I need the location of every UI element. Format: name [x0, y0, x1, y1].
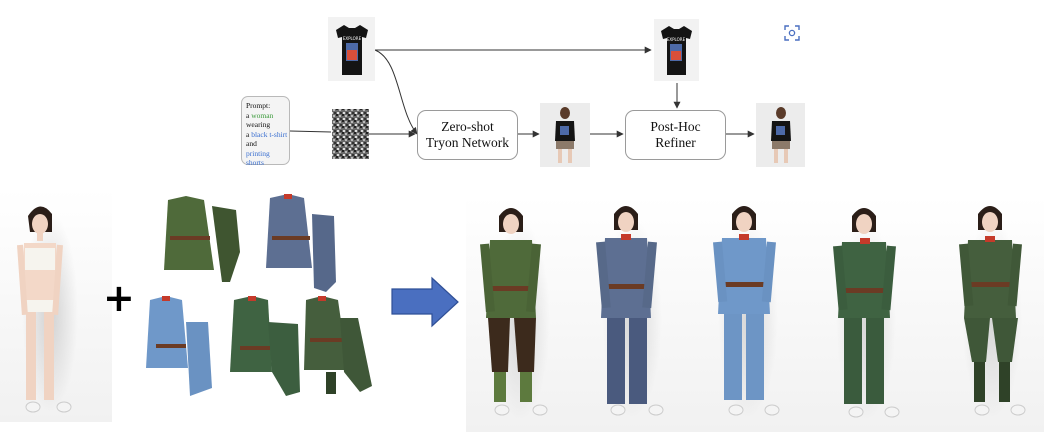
garment-grey-blue-set [266, 194, 336, 292]
right-arrow-icon [391, 276, 459, 328]
refiner-node-line-2: Refiner [655, 135, 696, 150]
prompt-box: Prompt: a woman wearing a black t-shirt … [241, 96, 290, 168]
garment-collection [146, 194, 372, 396]
tshirt-print-text: EXPLORE [343, 36, 362, 41]
refined-output-image [756, 103, 805, 167]
prompt-line-1: a woman [246, 111, 289, 121]
tshirt-refined-print-text: EXPLORE [667, 37, 686, 42]
prompt-title: Prompt: [246, 101, 271, 110]
garment-dark-green-set [230, 296, 300, 396]
tshirt-input-image: EXPLORE [328, 17, 375, 81]
tryon-network-node: Zero-shot Tryon Network [417, 110, 518, 160]
tshirt-to-tryon-arrow [374, 49, 418, 135]
tryon-node-line-2: Tryon Network [425, 135, 510, 150]
refiner-node-line-1: Post-Hoc [650, 119, 701, 134]
result-person-5 [959, 206, 1026, 418]
focus-icon[interactable] [784, 25, 800, 41]
base-model-image [17, 206, 78, 413]
plus-icon: + [103, 276, 135, 320]
tryon-node-line-1: Zero-shot [441, 119, 494, 134]
prompt-to-noise-line [289, 130, 332, 133]
prompt-shorts: printing shorts [246, 148, 270, 168]
tryon-result-image [540, 103, 590, 167]
result-person-1 [480, 208, 550, 420]
prompt-tshirt: black t-shirt [251, 129, 288, 139]
prompt-woman: woman [251, 110, 274, 120]
prompt-article-1: a [246, 110, 250, 120]
garment-green-set-2 [304, 296, 372, 394]
prompt-wearing: wearing [246, 120, 271, 129]
tshirt-refined-image: EXPLORE [654, 19, 699, 81]
garment-light-blue-set [146, 296, 212, 396]
result-person-2 [596, 206, 664, 418]
prompt-line-3: a black t-shirt [246, 130, 289, 140]
result-person-3 [713, 206, 780, 418]
result-person-4 [833, 208, 900, 420]
garment-green-set [164, 196, 240, 282]
prompt-and: and [246, 139, 257, 148]
prompt-article-2: a [246, 129, 250, 139]
post-hoc-refiner-node: Post-Hoc Refiner [625, 110, 726, 160]
noise-latent-image [332, 109, 369, 159]
